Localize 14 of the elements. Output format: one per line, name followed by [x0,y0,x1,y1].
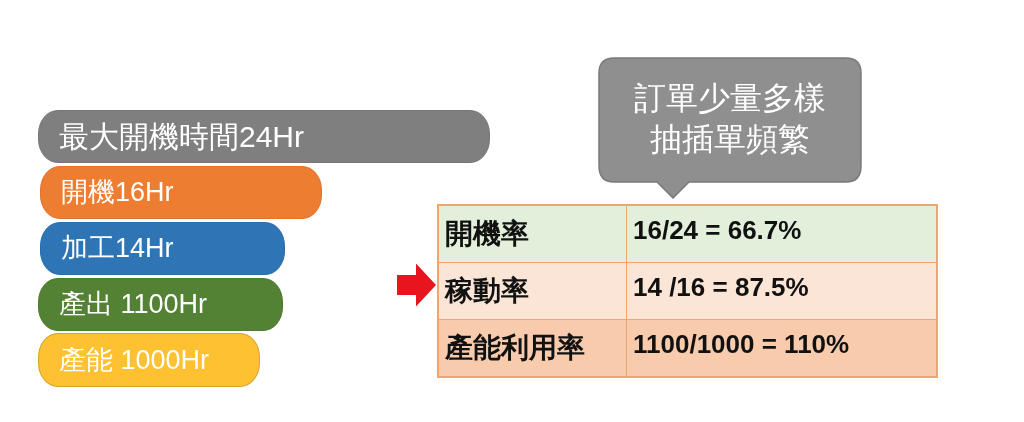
capacity-bar: 產能 1000Hr [38,333,260,387]
arrow [397,263,436,307]
metric-name-cell: 開機率 [439,206,627,263]
metric-value-cell: 16/24 = 66.7% [627,206,936,263]
metric-value-cell: 1100/1000 = 110% [627,320,936,376]
time-bar: 產出 1100Hr [38,278,283,331]
metric-name-cell: 稼動率 [439,263,627,320]
time-bar: 加工14Hr [40,222,285,275]
callout-text: 訂單少量多樣抽插單頻繁 [633,78,827,160]
metric-name-cell: 產能利用率 [439,320,627,376]
metric-value-cell: 14 /16 = 87.5% [627,263,936,320]
time-bar: 最大開機時間24Hr [38,110,490,163]
data-table [437,204,938,378]
time-bar: 開機16Hr [40,166,322,219]
